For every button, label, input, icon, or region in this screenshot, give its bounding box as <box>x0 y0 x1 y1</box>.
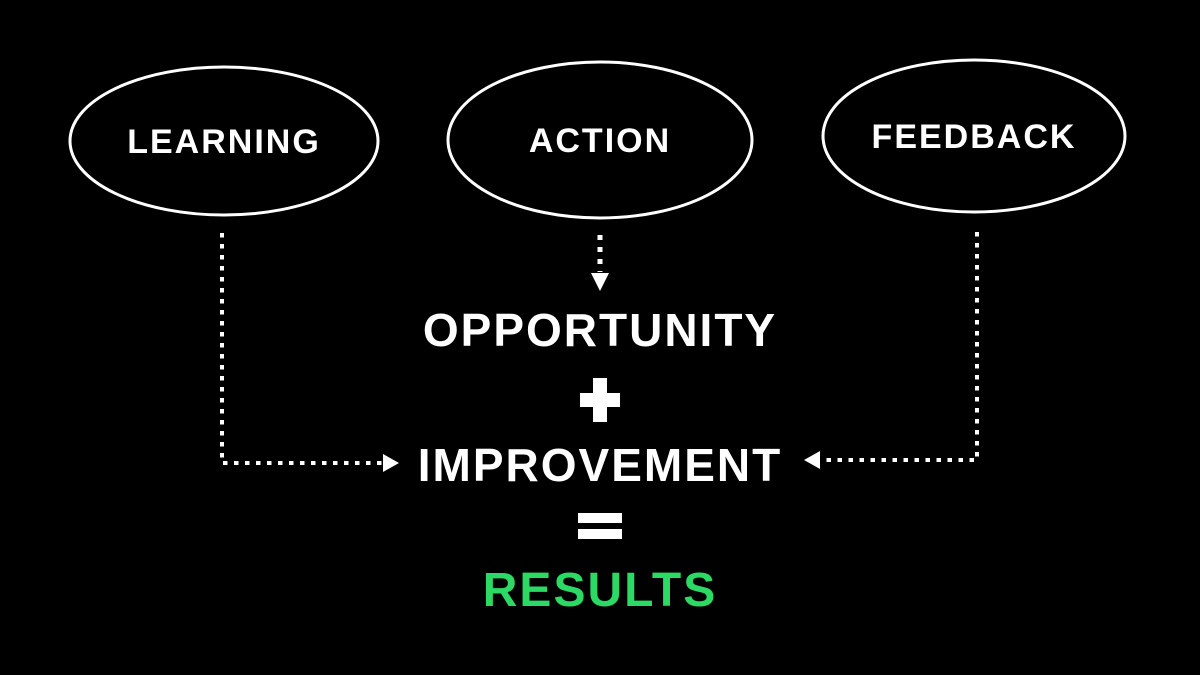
feedback-ellipse-outline <box>821 58 1127 214</box>
arrow-right-icon <box>383 454 399 472</box>
equals-icon <box>578 513 622 539</box>
arrow-feedback-line <box>819 232 979 462</box>
arrow-learning-to-improvement <box>220 233 399 472</box>
node-action: ACTION <box>446 60 754 220</box>
action-ellipse-outline <box>446 60 754 220</box>
opportunity-text: OPPORTUNITY <box>423 304 777 356</box>
action-label: ACTION <box>529 122 671 160</box>
arrow-action-to-opportunity <box>591 235 609 291</box>
plus-icon <box>580 378 620 422</box>
equals-bottom-bar <box>578 529 622 539</box>
learning-ellipse-outline <box>68 65 380 217</box>
arrow-feedback-to-improvement <box>804 232 979 469</box>
learning-label: LEARNING <box>127 123 321 161</box>
node-learning: LEARNING <box>68 65 380 217</box>
arrow-down-icon <box>591 273 609 291</box>
arrow-left-icon <box>804 451 820 469</box>
feedback-label: FEEDBACK <box>872 118 1077 156</box>
results-text: RESULTS <box>483 564 717 617</box>
equals-top-bar <box>578 513 622 523</box>
node-feedback: FEEDBACK <box>821 58 1127 214</box>
improvement-text: IMPROVEMENT <box>418 439 782 491</box>
